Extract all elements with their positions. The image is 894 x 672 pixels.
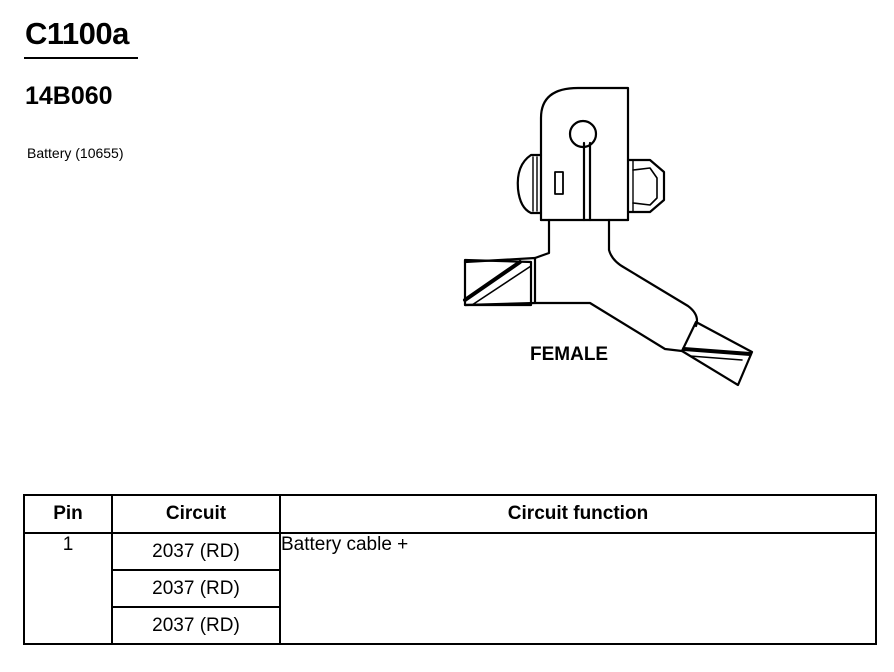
cable-end-left (463, 258, 533, 307)
circuit-cell: 2037 (RD) (111, 569, 281, 608)
table-row: 2037 (RD) (24, 606, 876, 645)
circuit-column-header: Circuit (111, 494, 281, 534)
connector-id: C1100a (25, 16, 129, 51)
connector-id-underline (24, 57, 138, 59)
pinout-table: Pin Circuit Circuit function 1 2037 (RD)… (23, 494, 877, 645)
battery-terminal-drawing (463, 86, 754, 387)
clamp-slot (554, 171, 564, 195)
circuit-cell: 2037 (RD) (111, 532, 281, 571)
pin-cell: 1 (23, 532, 113, 645)
terminal-clamp-body (539, 86, 630, 222)
bolt-head-left (516, 153, 543, 215)
function-cell: Battery cable + (279, 532, 877, 645)
table-header-row: Pin Circuit Circuit function (23, 494, 877, 534)
bolt-hole (568, 119, 598, 149)
cable-neck (533, 218, 699, 328)
pin-column-header: Pin (23, 494, 113, 534)
table-row: 1 2037 (RD) Battery cable + (23, 532, 877, 645)
function-column-header: Circuit function (279, 494, 877, 534)
nut-right (626, 158, 666, 214)
cable-end-right (680, 320, 754, 387)
view-label: FEMALE (530, 344, 609, 365)
table-row: 2037 (RD) (24, 569, 876, 608)
part-number: 14B060 (25, 82, 113, 110)
connector-description: Battery (10655) (27, 145, 124, 161)
circuit-cell: 2037 (RD) (111, 606, 281, 645)
